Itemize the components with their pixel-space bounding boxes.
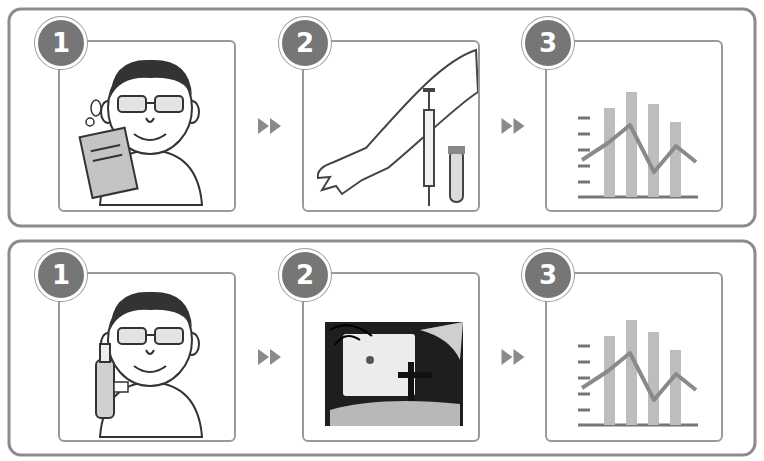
arrow-head xyxy=(270,349,281,365)
step-number: 3 xyxy=(522,17,574,69)
step-box: 2 xyxy=(302,40,480,212)
step-arrow xyxy=(502,118,525,134)
arrow-head xyxy=(502,118,513,134)
arrow-head xyxy=(270,118,281,134)
step-box: 1 xyxy=(58,40,236,212)
step-box: 3 xyxy=(545,272,723,442)
step-box: 3 xyxy=(545,40,723,212)
step-number: 1 xyxy=(35,17,87,69)
step-box: 2 xyxy=(302,272,480,442)
arrow-head xyxy=(514,349,525,365)
arrow-head xyxy=(258,118,269,134)
step-arrow xyxy=(502,349,525,365)
step-number: 2 xyxy=(279,17,331,69)
arrow-head xyxy=(514,118,525,134)
arrow-head xyxy=(502,349,513,365)
step-number: 1 xyxy=(35,249,87,301)
step-box: 1 xyxy=(58,272,236,442)
step-arrow xyxy=(258,349,281,365)
arrow-head xyxy=(258,349,269,365)
step-arrow xyxy=(258,118,281,134)
step-number: 2 xyxy=(279,249,331,301)
step-number: 3 xyxy=(522,249,574,301)
